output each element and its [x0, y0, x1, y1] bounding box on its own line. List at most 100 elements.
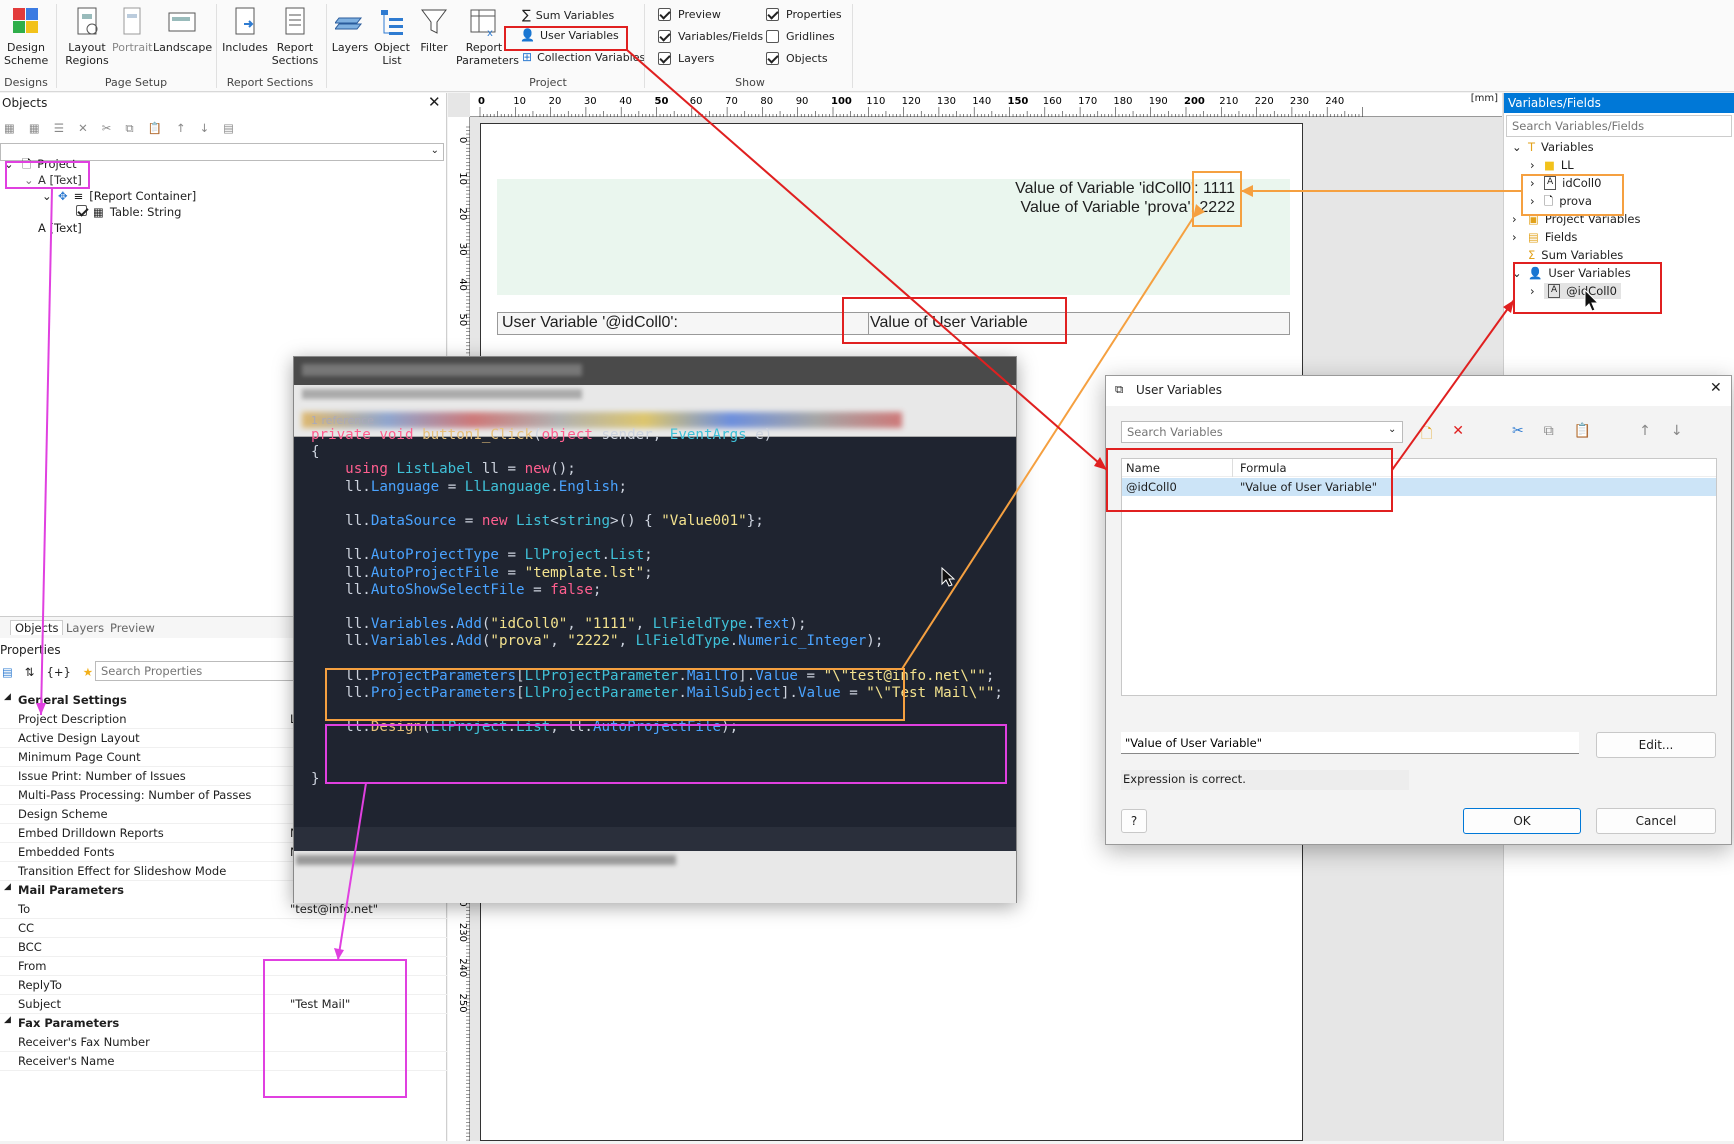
- formula-input[interactable]: [1121, 732, 1579, 754]
- report-sections-button[interactable]: Report Sections: [270, 0, 320, 67]
- tree-item-fields[interactable]: ▤Fields: [1528, 230, 1578, 244]
- paste-icon[interactable]: 📋: [147, 121, 162, 135]
- sort-az-icon[interactable]: ⇅: [24, 665, 35, 679]
- property-row[interactable]: From: [0, 957, 447, 976]
- property-row[interactable]: BCC: [0, 938, 447, 957]
- category-view-icon[interactable]: ▤: [2, 665, 13, 679]
- formula-icon[interactable]: {+}: [46, 665, 71, 679]
- property-row[interactable]: Issue Print: Number of Issues: [0, 767, 447, 786]
- property-section[interactable]: ◢Fax Parameters: [4, 1015, 120, 1030]
- user-variable-table-row[interactable]: User Variable '@idColl0': Value of User …: [497, 312, 1290, 335]
- report-text-line-1[interactable]: Value of Variable 'idColl0': 1111: [1015, 180, 1235, 197]
- report-text-line-2[interactable]: Value of Variable 'prova': 2222: [1020, 199, 1235, 216]
- paste-icon[interactable]: 📋: [1573, 423, 1592, 439]
- star-icon[interactable]: ★: [82, 665, 94, 679]
- landscape-button[interactable]: Landscape: [153, 0, 212, 54]
- copy-icon[interactable]: ⧉: [125, 120, 134, 135]
- tree-item-uv-idcoll0[interactable]: A@idColl0: [1544, 283, 1621, 299]
- properties-icon[interactable]: ▤: [223, 121, 235, 135]
- arrow-down-icon[interactable]: ↓: [1670, 423, 1683, 439]
- grid-icon[interactable]: ▦: [4, 121, 15, 135]
- sum-variables-button[interactable]: ∑Sum Variables: [522, 8, 614, 23]
- help-button[interactable]: ?: [1121, 809, 1147, 833]
- show-variables-fields-checkbox[interactable]: Variables/Fields: [658, 30, 763, 43]
- property-row[interactable]: ReplyTo: [0, 976, 447, 995]
- property-row[interactable]: CC: [0, 919, 447, 938]
- grid2-icon[interactable]: ▦: [28, 121, 40, 135]
- tree-expander-container[interactable]: ⌄: [42, 189, 52, 203]
- col-formula-header[interactable]: Formula: [1240, 461, 1287, 475]
- close-icon[interactable]: ✕: [428, 93, 441, 111]
- show-properties-checkbox[interactable]: Properties: [766, 8, 842, 21]
- user-variables-button[interactable]: 👤User Variables: [520, 28, 619, 42]
- tab-layers[interactable]: Layers: [66, 621, 105, 635]
- search-variables-input[interactable]: [1121, 421, 1403, 443]
- arrow-down-icon[interactable]: ↓: [199, 121, 210, 135]
- list-icon[interactable]: ☰: [53, 121, 65, 135]
- tree-expander-user-variables[interactable]: ⌄: [1512, 266, 1522, 280]
- design-scheme-button[interactable]: Design Scheme: [4, 0, 48, 67]
- layout-regions-button[interactable]: Layout Regions: [62, 0, 112, 67]
- tree-expander-ll[interactable]: ›: [1530, 158, 1535, 172]
- collection-variables-button[interactable]: ⊞Collection Variables: [522, 50, 645, 64]
- filter-button[interactable]: Filter: [414, 0, 454, 54]
- show-gridlines-checkbox[interactable]: Gridlines: [766, 30, 835, 43]
- object-list-button[interactable]: Object List: [372, 0, 412, 67]
- collapse-icon[interactable]: ◢: [4, 692, 11, 702]
- portrait-button[interactable]: Portrait: [112, 0, 152, 54]
- tree-item-user-variables[interactable]: 👤User Variables: [1528, 266, 1631, 280]
- property-row[interactable]: Receiver's Name: [0, 1052, 447, 1071]
- uv-value-cell[interactable]: Value of User Variable: [870, 314, 1028, 331]
- cancel-button[interactable]: Cancel: [1596, 808, 1716, 834]
- tab-preview[interactable]: Preview: [110, 621, 155, 635]
- includes-button[interactable]: Includes: [220, 0, 270, 54]
- row-formula-cell[interactable]: "Value of User Variable": [1240, 480, 1377, 494]
- cut-icon[interactable]: ✂: [101, 121, 112, 135]
- tree-item-prova[interactable]: 🗋prova: [1544, 194, 1592, 213]
- layers-button[interactable]: Layers: [330, 0, 370, 54]
- property-row[interactable]: Receiver's Fax Number: [0, 1033, 447, 1052]
- property-row[interactable]: Minimum Page Count: [0, 748, 447, 767]
- arrow-up-icon[interactable]: ↑: [1639, 423, 1651, 439]
- tree-item-text-1[interactable]: A [Text]: [38, 173, 82, 187]
- search-variables-fields-input[interactable]: [1506, 115, 1732, 137]
- new-variable-icon[interactable]: 🗋: [1421, 426, 1433, 442]
- report-parameters-button[interactable]: x Report Parameters: [456, 0, 519, 67]
- tree-expander-project-variables[interactable]: ›: [1512, 212, 1517, 226]
- tree-expander-variables[interactable]: ⌄: [1512, 140, 1522, 154]
- arrow-up-icon[interactable]: ↑: [175, 121, 186, 135]
- tree-item-ll[interactable]: ■LL: [1544, 158, 1574, 172]
- delete-icon[interactable]: ✕: [78, 121, 88, 135]
- dialog-close-icon[interactable]: ✕: [1710, 380, 1722, 396]
- uv-label-cell[interactable]: User Variable '@idColl0':: [502, 314, 678, 331]
- property-row[interactable]: Multi-Pass Processing: Number of Passes: [0, 786, 447, 805]
- property-row[interactable]: Active Design Layout: [0, 729, 447, 748]
- tree-item-table[interactable]: ▦Table: String: [76, 205, 181, 219]
- tree-item-text-2[interactable]: A [Text]: [38, 221, 82, 235]
- property-value[interactable]: "Test Mail": [290, 997, 351, 1011]
- property-row[interactable]: Subject"Test Mail": [0, 995, 447, 1014]
- ok-button[interactable]: OK: [1463, 808, 1581, 834]
- search-properties-input[interactable]: [95, 661, 295, 681]
- col-name-header[interactable]: Name: [1126, 461, 1160, 475]
- show-layers-checkbox[interactable]: Layers: [658, 52, 714, 65]
- property-row[interactable]: Design Scheme: [0, 805, 447, 824]
- tree-expander-uv-idcoll0[interactable]: ›: [1530, 284, 1535, 298]
- cut-icon[interactable]: ✂: [1512, 423, 1524, 439]
- delete-icon[interactable]: ✕: [1452, 423, 1464, 439]
- tree-item-report-container[interactable]: ✥≡[Report Container]: [58, 189, 197, 203]
- table-visible-checkbox[interactable]: [76, 205, 87, 216]
- collapse-icon[interactable]: ◢: [4, 882, 11, 892]
- show-objects-checkbox[interactable]: Objects: [766, 52, 828, 65]
- row-name-cell[interactable]: @idColl0: [1126, 480, 1177, 494]
- copy-icon[interactable]: ⧉: [1543, 423, 1554, 439]
- property-row[interactable]: To"test@info.net": [0, 900, 447, 919]
- collapse-icon[interactable]: ◢: [4, 1015, 11, 1025]
- tree-expander-text[interactable]: ⌄: [24, 173, 34, 187]
- show-preview-checkbox[interactable]: Preview: [658, 8, 721, 21]
- tree-item-project[interactable]: 🗋Project: [22, 157, 77, 176]
- tree-expander-fields[interactable]: ›: [1512, 230, 1517, 244]
